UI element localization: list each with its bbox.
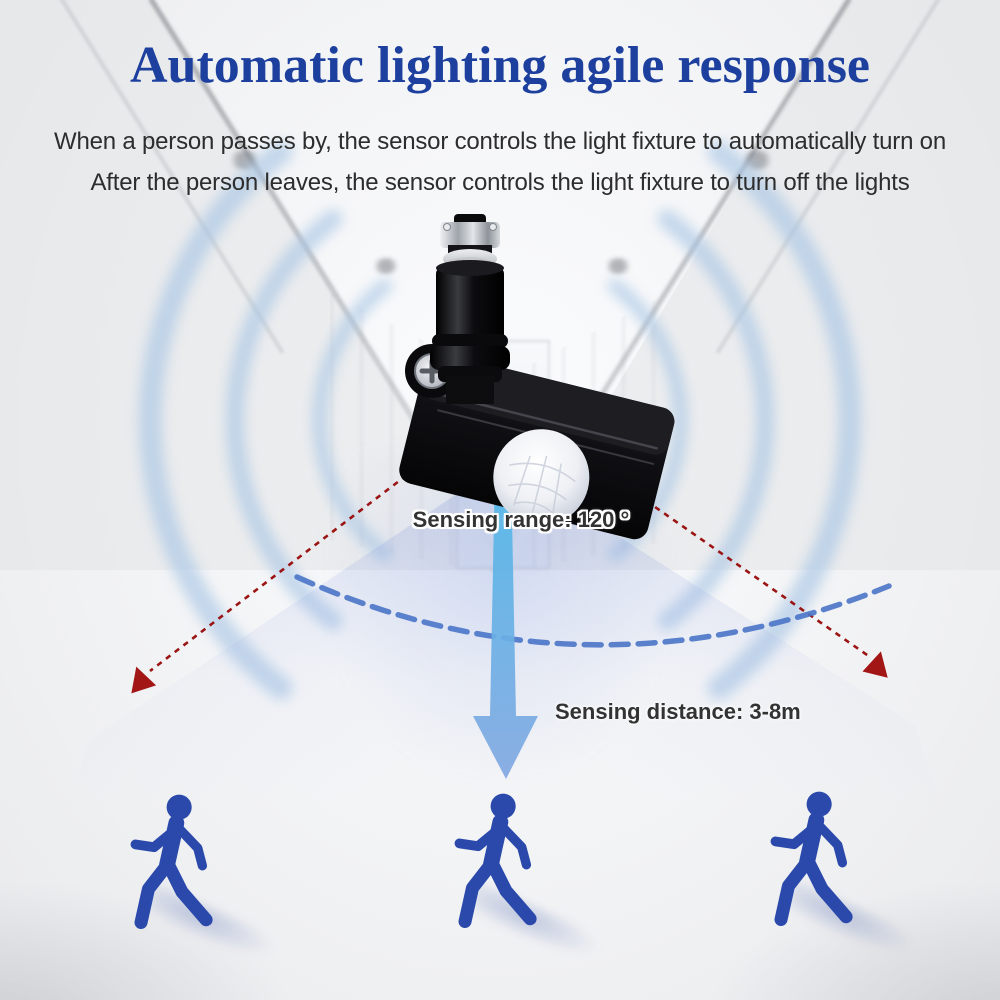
subtitle-line-1: When a person passes by, the sensor cont…: [54, 128, 946, 155]
subtitle-line-2: After the person leaves, the sensor cont…: [90, 169, 910, 196]
walking-person-icon: [452, 791, 606, 970]
walking-person-icon: [128, 792, 282, 971]
sensing-distance-label: Sensing distance: 3-8m: [555, 699, 801, 724]
sensor-mount-arm: [430, 214, 510, 404]
sensing-range-label: Sensing range: 120 °: [412, 507, 630, 532]
page-title: Automatic lighting agile response: [129, 37, 871, 94]
sensing-range-arc: [294, 574, 892, 648]
walking-person-icon: [768, 789, 922, 968]
range-limit-arrowhead-icon: [862, 651, 888, 678]
range-limit-arrowhead-icon: [131, 666, 157, 694]
